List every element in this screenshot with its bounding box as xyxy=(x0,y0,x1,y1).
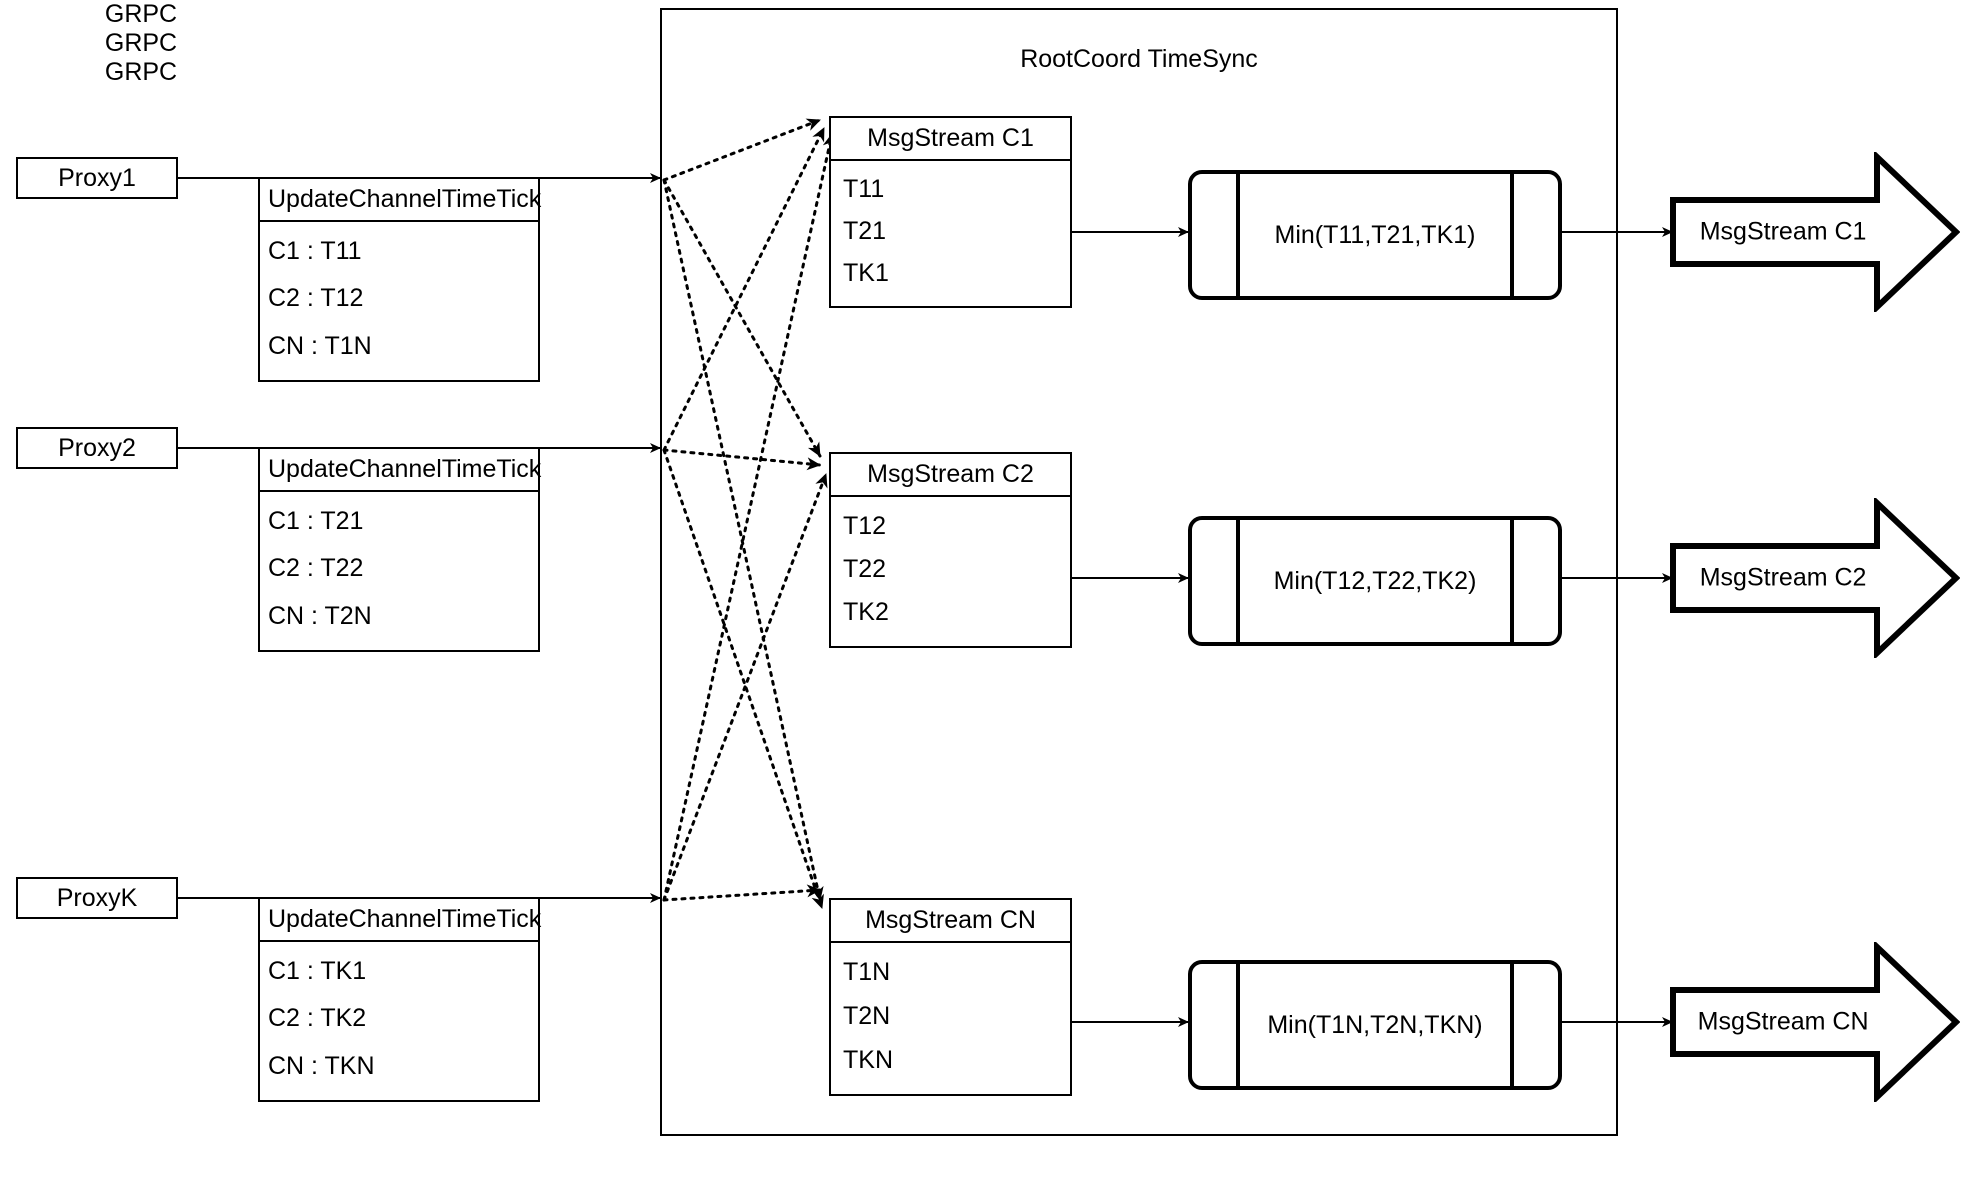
output-label: MsgStream CN xyxy=(1697,1007,1869,1036)
tick-rows: C1 : TK1 C2 : TK2 CN : TKN xyxy=(260,942,538,1100)
msgstream-row: T22 xyxy=(843,555,887,583)
output-label: MsgStream C2 xyxy=(1699,563,1867,592)
msgstream-box-c1: MsgStream C1 T11 T21 TK1 xyxy=(829,116,1072,308)
msgstream-row: T12 xyxy=(843,512,887,540)
update-channel-timetick-box-proxyk: UpdateChannelTimeTick C1 : TK1 C2 : TK2 … xyxy=(258,897,541,1102)
process-label: Min(T1N,T2N,TKN) xyxy=(1267,1010,1483,1039)
msgstream-rows: T12 T22 TK2 xyxy=(831,497,1070,646)
tick-row: C1 : T11 xyxy=(268,237,362,266)
tick-rows: C1 : T21 C2 : T22 CN : T2N xyxy=(260,492,538,650)
msgstream-header: MsgStream CN xyxy=(831,900,1070,943)
msgstream-box-c2: MsgStream C2 T12 T22 TK2 xyxy=(829,452,1072,648)
tick-row: CN : T1N xyxy=(268,331,372,360)
tick-rows: C1 : T11 C2 : T12 CN : T1N xyxy=(260,222,538,380)
rootcoord-timesync-title: RootCoord TimeSync xyxy=(1020,45,1258,73)
grpc-label-proxy1: GRPC xyxy=(104,0,178,28)
output-block-arrow-cn: MsgStream CN xyxy=(1670,942,1960,1102)
update-channel-timetick-box-proxy1: UpdateChannelTimeTick C1 : T11 C2 : T12 … xyxy=(258,177,541,382)
tick-row: C1 : TK1 xyxy=(268,957,367,986)
proxy-label: Proxy1 xyxy=(58,163,136,192)
proxy-box-proxy1[interactable]: Proxy1 xyxy=(16,157,178,199)
tick-row: CN : T2N xyxy=(268,601,372,630)
grpc-label-proxyk: GRPC xyxy=(104,58,178,86)
process-box-min-c2: Min(T12,T22,TK2) xyxy=(1188,516,1562,646)
tick-header: UpdateChannelTimeTick xyxy=(260,179,541,222)
process-box-min-cn: Min(T1N,T2N,TKN) xyxy=(1188,960,1562,1090)
rootcoord-timesync-container xyxy=(660,8,1618,1136)
msgstream-row: TK2 xyxy=(843,598,889,626)
process-right-bar xyxy=(1510,520,1514,642)
msgstream-row: T21 xyxy=(843,216,887,245)
msgstream-header: MsgStream C2 xyxy=(831,454,1070,497)
output-block-arrow-c2: MsgStream C2 xyxy=(1670,498,1960,658)
process-right-bar xyxy=(1510,174,1514,296)
block-arrow-shape xyxy=(1670,152,1960,312)
tick-row: C2 : TK2 xyxy=(268,1004,367,1033)
tick-row: C2 : T12 xyxy=(268,284,364,313)
msgstream-row: TK1 xyxy=(843,258,889,287)
proxy-label: ProxyK xyxy=(56,883,138,912)
msgstream-row: TKN xyxy=(843,1045,893,1074)
grpc-label-proxy2: GRPC xyxy=(104,29,178,57)
process-left-bar xyxy=(1236,520,1240,642)
output-block-arrow-c1: MsgStream C1 xyxy=(1670,152,1960,312)
tick-row: CN : TKN xyxy=(268,1051,375,1080)
block-arrow-shape xyxy=(1670,942,1960,1102)
block-arrow-shape xyxy=(1670,498,1960,658)
msgstream-rows: T11 T21 TK1 xyxy=(831,161,1070,306)
proxy-label: Proxy2 xyxy=(58,433,136,462)
output-label: MsgStream C1 xyxy=(1699,217,1867,246)
process-label: Min(T12,T22,TK2) xyxy=(1273,566,1477,595)
process-left-bar xyxy=(1236,964,1240,1086)
msgstream-box-cn: MsgStream CN T1N T2N TKN xyxy=(829,898,1072,1096)
proxy-box-proxyk[interactable]: ProxyK xyxy=(16,877,178,919)
msgstream-header: MsgStream C1 xyxy=(831,118,1070,161)
process-left-bar xyxy=(1236,174,1240,296)
tick-row: C1 : T21 xyxy=(268,507,364,536)
tick-header: UpdateChannelTimeTick xyxy=(260,899,541,942)
msgstream-rows: T1N T2N TKN xyxy=(831,943,1070,1094)
msgstream-row: T2N xyxy=(843,1001,891,1030)
process-label: Min(T11,T21,TK1) xyxy=(1274,220,1476,249)
tick-header: UpdateChannelTimeTick xyxy=(260,449,541,492)
proxy-box-proxy2[interactable]: Proxy2 xyxy=(16,427,178,469)
process-right-bar xyxy=(1510,964,1514,1086)
tick-row: C2 : T22 xyxy=(268,554,364,583)
process-box-min-c1: Min(T11,T21,TK1) xyxy=(1188,170,1562,300)
msgstream-row: T1N xyxy=(843,958,891,987)
msgstream-row: T11 xyxy=(843,175,885,204)
update-channel-timetick-box-proxy2: UpdateChannelTimeTick C1 : T21 C2 : T22 … xyxy=(258,447,541,652)
